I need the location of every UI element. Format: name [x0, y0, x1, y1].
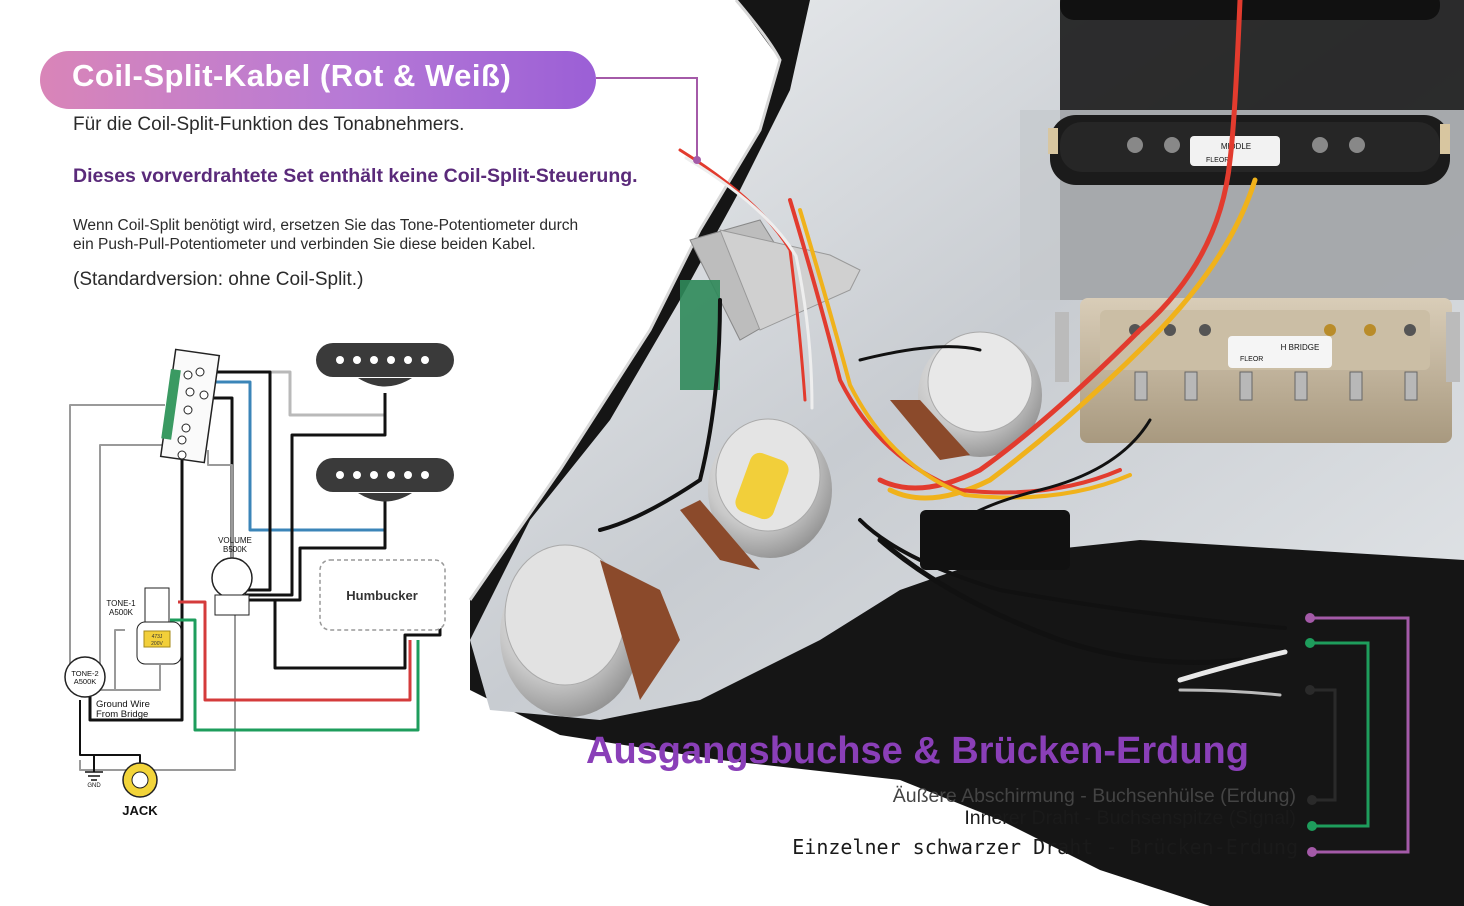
bridge-pickup-label: H BRIDGE: [1281, 343, 1320, 352]
coil-split-title-pill: [40, 51, 596, 109]
jack-icon: [122, 762, 158, 798]
humbucker-box: Humbucker: [319, 559, 446, 631]
tone1-value: A500K: [109, 608, 134, 617]
wiring-diagram: Humbucker VOLUME B500K 473J 200V TONE-1 …: [64, 343, 454, 818]
coil-split-title: Coil-Split-Kabel (Rot & Weiß): [72, 58, 512, 93]
neck-pickup-icon: [316, 343, 454, 387]
output-line-2: Innerer Draht - Buchsenspitze (Signal): [964, 807, 1296, 829]
tone1-pot-icon: 473J 200V TONE-1 A500K: [106, 587, 182, 665]
cap-voltage: 200V: [151, 641, 163, 647]
pot-top: [890, 331, 1042, 460]
middle-pickup: MIDDLE FLEOR: [1048, 115, 1450, 185]
tone2-pot-icon: TONE-2 A500K: [64, 656, 106, 698]
cap-value: 473J: [152, 634, 163, 640]
output-line-3: Einzelner schwarzer Draht - Brücken-Erdu…: [792, 835, 1298, 859]
volume-value: B500K: [223, 545, 248, 554]
diagram-switch-icon: [159, 348, 221, 464]
tone2-label: TONE-2: [71, 669, 98, 678]
gnd-label: GND: [87, 783, 101, 789]
coil-split-line-2: Dieses vorverdrahtete Set enthält keine …: [73, 165, 638, 187]
neck-pickup: [1060, 0, 1440, 20]
output-line-1: Äußere Abschirmung - Buchsenhülse (Erdun…: [892, 785, 1296, 807]
output-leaders: [1310, 616, 1410, 854]
humbucker-label: Humbucker: [346, 588, 418, 603]
coil-split-leader: [596, 77, 698, 160]
jack-label: JACK: [122, 803, 158, 818]
coil-split-line-5: (Standardversion: ohne Coil-Split.): [73, 269, 364, 290]
middle-pickup-label: MIDDLE: [1221, 142, 1251, 151]
middle-brand: FLEOR: [1206, 157, 1229, 164]
ground-icon: [85, 771, 103, 781]
output-title: Ausgangsbuchse & Brücken-Erdung: [586, 730, 1249, 772]
bridge-brand: FLEOR: [1240, 356, 1263, 363]
coil-split-line-1: Für die Coil-Split-Funktion des Tonabneh…: [73, 114, 465, 135]
bridge-humbucker: H BRIDGE FLEOR: [1055, 298, 1460, 443]
selector-switch: [680, 219, 861, 390]
middle-pickup-icon: [316, 458, 454, 502]
pot-large: [500, 544, 680, 717]
coil-split-line-3: Wenn Coil-Split benötigt wird, ersetzen …: [73, 217, 579, 234]
tone1-label: TONE-1: [106, 599, 136, 608]
ground-wire-label-2: From Bridge: [96, 709, 148, 720]
tone2-value: A500K: [74, 677, 97, 686]
coil-split-line-4: ein Push-Pull-Potentiometer und verbinde…: [73, 236, 536, 253]
pot-middle: [680, 418, 832, 570]
volume-pot-icon: VOLUME B500K: [211, 536, 253, 616]
volume-label: VOLUME: [218, 536, 252, 545]
ground-wire-label-1: Ground Wire: [96, 699, 150, 710]
